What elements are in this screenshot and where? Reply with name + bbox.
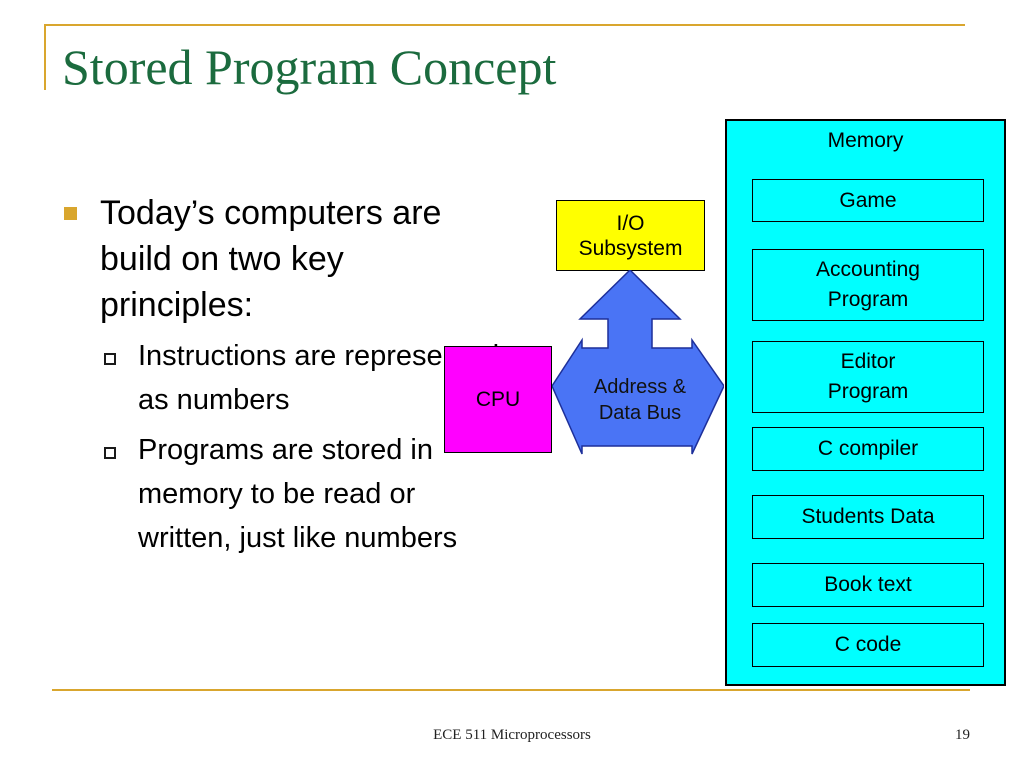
hollow-square-bullet-icon <box>104 353 116 365</box>
memory-item-label: Students Data <box>801 505 935 528</box>
sub-bullet-text: Instructions are represented as numbers <box>138 340 500 416</box>
memory-item-line2: Program <box>827 380 909 403</box>
bullet-list: Today’s computers are build on two key p… <box>62 190 502 560</box>
memory-item-students-data: Students Data <box>752 495 984 539</box>
memory-item-c-compiler: C compiler <box>752 427 984 471</box>
io-label-line2: Subsystem <box>578 236 683 260</box>
bottom-rule <box>52 689 970 691</box>
top-rule <box>44 24 965 26</box>
bullet-item: Today’s computers are build on two key p… <box>62 190 502 328</box>
memory-item-game: Game <box>752 179 984 222</box>
memory-item-label: Game <box>839 188 897 212</box>
bullet-text: Today’s computers are build on two key p… <box>100 194 442 324</box>
memory-item-c-code: C code <box>752 623 984 667</box>
io-subsystem-box: I/O Subsystem <box>556 200 705 271</box>
memory-title: Memory <box>827 129 904 152</box>
memory-item-line1: Editor <box>840 350 896 373</box>
hollow-square-bullet-icon <box>104 447 116 459</box>
sub-bullet-item: Instructions are represented as numbers <box>62 334 502 422</box>
memory-panel: Memory Game Accounting Program Editor Pr… <box>725 119 1006 686</box>
bus-arrow-icon <box>552 270 724 455</box>
memory-item-book-text: Book text <box>752 563 984 607</box>
sub-bullet-text: Programs are stored in memory to be read… <box>138 434 458 554</box>
memory-item-line2: Program <box>827 288 909 311</box>
sub-bullet-item: Programs are stored in memory to be read… <box>62 428 502 560</box>
memory-item-accounting-program: Accounting Program <box>752 249 984 321</box>
cpu-label: CPU <box>475 388 521 411</box>
bus-label: Address & Data Bus <box>572 374 708 426</box>
left-rule <box>44 24 46 90</box>
page-number: 19 <box>955 727 970 743</box>
memory-item-label: Accounting Program <box>816 255 920 315</box>
memory-item-label: Book text <box>824 573 912 596</box>
slide-title: Stored Program Concept <box>62 39 557 95</box>
square-bullet-icon <box>64 207 77 220</box>
io-label-line1: I/O <box>616 211 645 235</box>
memory-item-label: C code <box>834 633 902 656</box>
memory-item-label: C compiler <box>817 437 919 460</box>
memory-item-editor-program: Editor Program <box>752 341 984 413</box>
bus-label-line1: Address & <box>593 376 687 398</box>
bus-label-line2: Data Bus <box>598 402 682 424</box>
cpu-box: CPU <box>444 346 552 453</box>
memory-item-label: Editor Program <box>828 347 909 407</box>
bus-arrow-shape <box>552 270 724 455</box>
slide-footer: ECE 511 Microprocessors <box>433 727 591 743</box>
memory-item-line1: Accounting <box>816 258 920 281</box>
io-label: I/O Subsystem <box>579 211 683 261</box>
